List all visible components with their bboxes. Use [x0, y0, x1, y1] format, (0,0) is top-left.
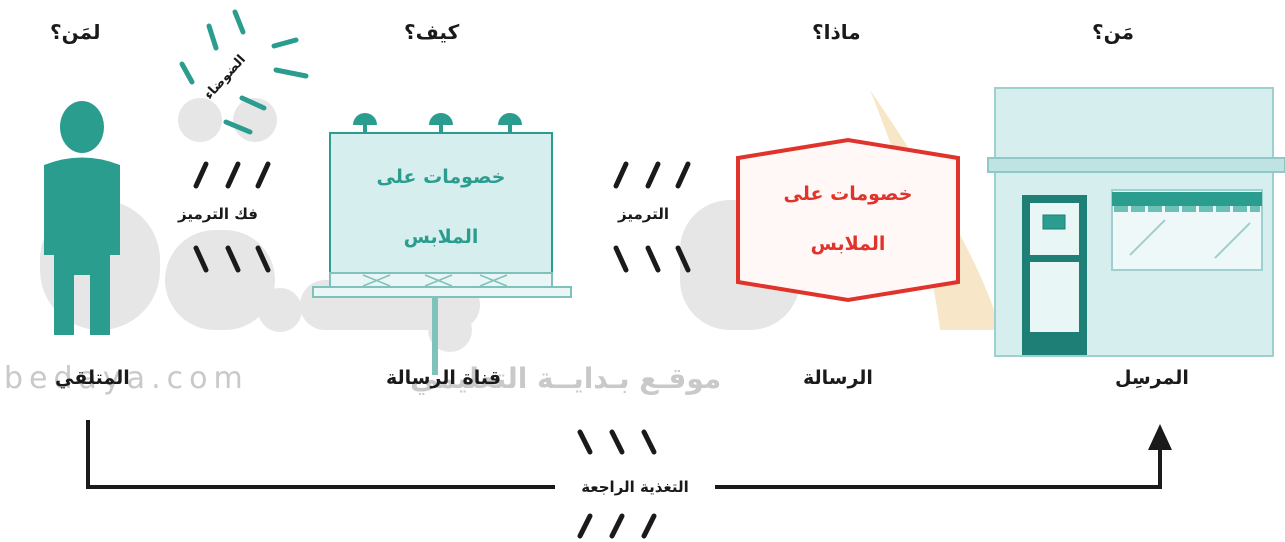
receiver-person-icon	[44, 101, 120, 335]
shop-illustration	[987, 87, 1285, 357]
encoding-label: الترميز	[618, 205, 669, 223]
message-text-line1: خصومات على	[783, 183, 913, 205]
decoding-slashes	[193, 161, 271, 273]
billboard-illustration	[312, 113, 572, 375]
noise-rays	[179, 9, 309, 135]
feedback-arrowhead	[1148, 424, 1172, 450]
sender-label: المرسِل	[1115, 367, 1189, 389]
question-who: مَن؟	[1092, 20, 1134, 44]
question-to-whom: لمَن؟	[50, 20, 101, 44]
message-text-line2: الملابس	[810, 233, 886, 255]
billboard-text-line2: الملابس	[403, 226, 479, 248]
encoding-slashes	[613, 161, 691, 273]
watermark-latin: bedaya.com	[4, 361, 249, 396]
feedback-loop-arrow	[86, 420, 1162, 489]
feedback-slashes	[577, 429, 657, 539]
feedback-label: التغذية الراجعة	[555, 478, 715, 496]
receiver-label: المتلقي	[55, 367, 130, 389]
question-how: كيف؟	[404, 20, 460, 44]
channel-label: قناة الرسالة	[386, 367, 502, 389]
message-sign	[736, 137, 960, 303]
message-label: الرسالة	[803, 367, 873, 389]
billboard-text-line1: خصومات على	[376, 166, 506, 188]
watermark-arabic: موقـع بـدايــة التعليمي	[410, 362, 722, 395]
decoding-label: فك الترميز	[178, 205, 258, 223]
question-what: ماذا؟	[812, 20, 861, 44]
